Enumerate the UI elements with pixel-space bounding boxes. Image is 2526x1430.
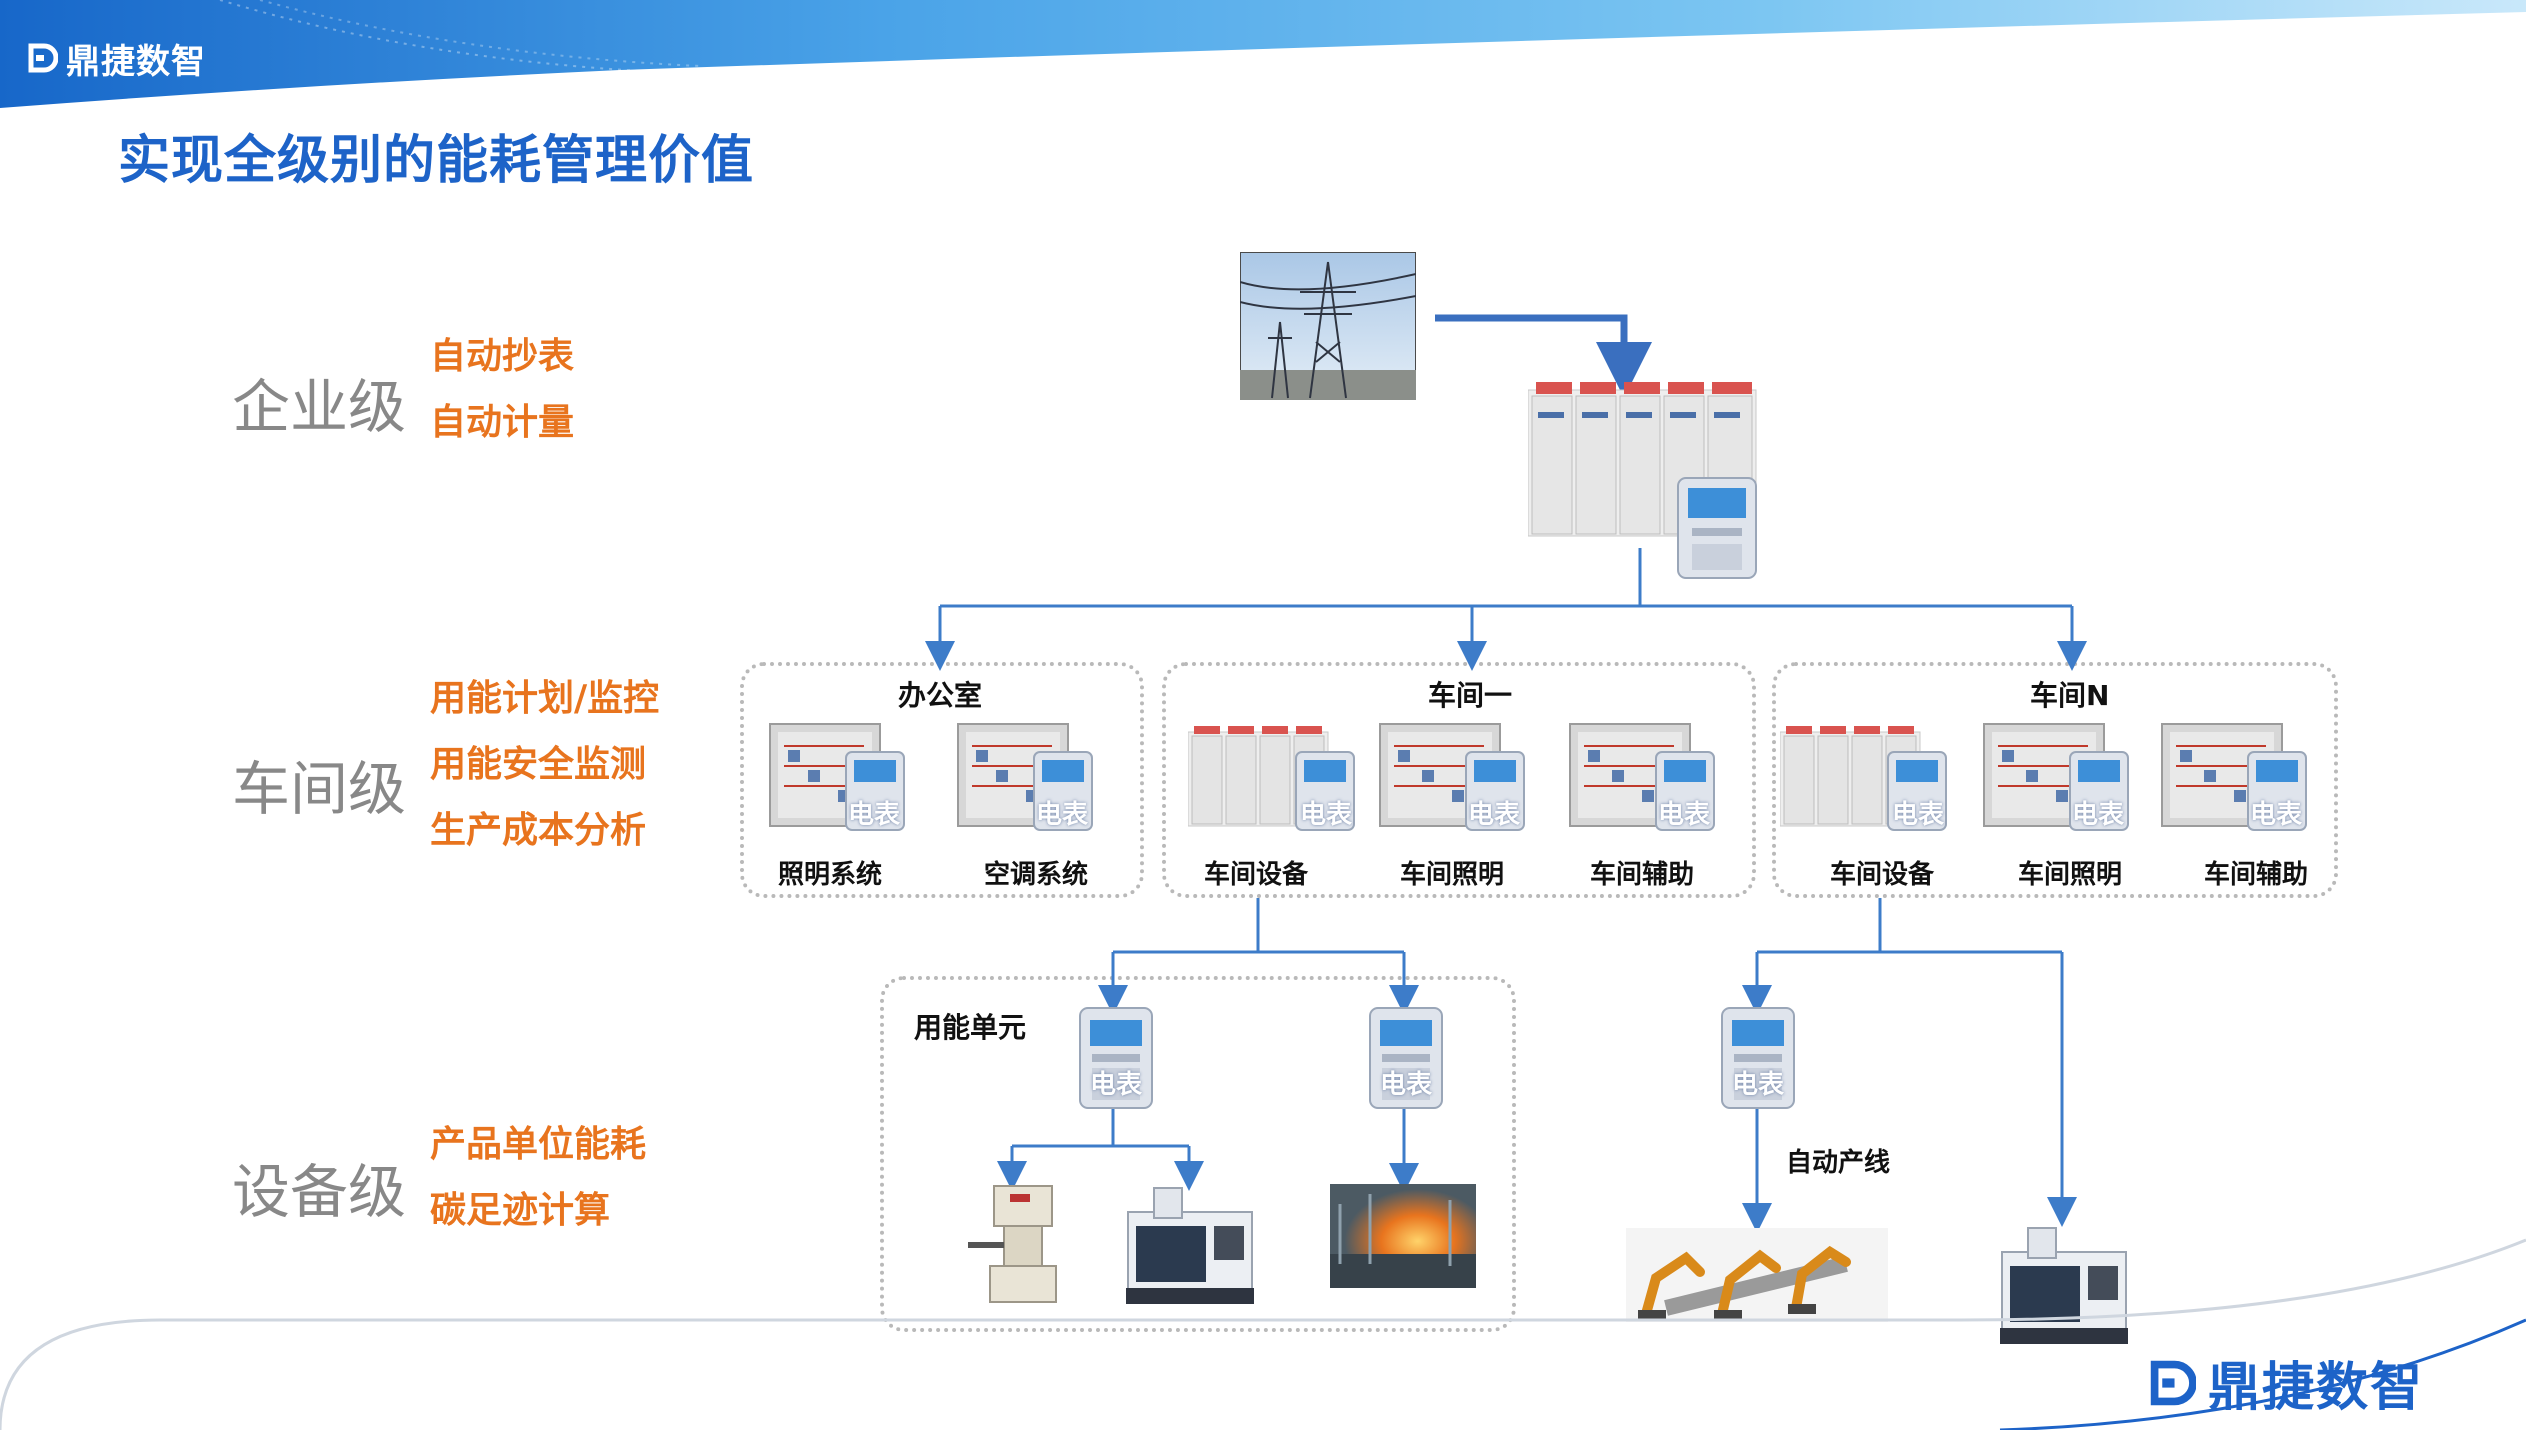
control-panel-icon — [1569, 723, 1715, 831]
furnace-photo — [1330, 1184, 1476, 1288]
bottom-decoration — [0, 1238, 2526, 1430]
auto-line-meter: 电表 — [1718, 1006, 1798, 1110]
control-panel-icon — [769, 723, 905, 831]
device-feature-list: 产品单位能耗 碳足迹计算 — [430, 1112, 646, 1244]
control-panel-icon — [957, 723, 1093, 831]
group-office-title: 办公室 — [898, 679, 983, 712]
feature-item: 自动抄表 — [430, 336, 575, 377]
control-panel-icon — [2161, 723, 2307, 831]
workshop-auxiliary-device: 电表 — [1568, 722, 1718, 834]
meter-label: 电表 — [1300, 800, 1353, 830]
feature-item: 用能计划/监控 — [430, 678, 660, 719]
meter-label: 电表 — [1658, 800, 1711, 830]
auto-line-label: 自动产线 — [1786, 1148, 1891, 1178]
device-label: 车间设备 — [1204, 860, 1309, 890]
workshop-n-auxiliary-device: 电表 — [2160, 722, 2310, 834]
energy-unit-meter-1: 电表 — [1076, 1006, 1156, 1110]
brand-logo-bottom: 鼎捷数智 — [2150, 1345, 2424, 1420]
meter-label: 电表 — [1732, 1070, 1785, 1100]
power-distribution-cabinet-icon — [1528, 382, 1757, 579]
brand-d-icon — [2150, 1360, 2196, 1405]
brand-name-top: 鼎捷数智 — [66, 41, 206, 82]
meter-label: 电表 — [1380, 1070, 1433, 1100]
meter-label: 电表 — [848, 800, 901, 830]
device-label: 车间辅助 — [2204, 860, 2309, 890]
device-label: 空调系统 — [984, 860, 1089, 890]
device-label: 车间辅助 — [1590, 860, 1695, 890]
workshop-n-lighting-device: 电表 — [1982, 722, 2132, 834]
group-energy-unit — [880, 976, 1516, 1332]
workshop-n-equipment-device: 电表 — [1779, 722, 1950, 834]
meter-label: 电表 — [1468, 800, 1521, 830]
group-workshop-1-title: 车间一 — [1428, 679, 1513, 712]
meter-label: 电表 — [2072, 800, 2125, 830]
control-panel-icon — [1983, 723, 2129, 831]
electric-meter-icon — [1721, 1007, 1795, 1109]
workshop-equipment-device: 电表 — [1187, 722, 1358, 834]
brand-d-icon — [28, 43, 58, 73]
device-label: 车间设备 — [1830, 860, 1935, 890]
meter-label: 电表 — [1036, 800, 1089, 830]
electric-meter-icon — [1369, 1007, 1443, 1109]
device-label: 照明系统 — [778, 860, 883, 890]
enterprise-feature-list: 自动抄表 自动计量 — [430, 324, 574, 456]
feature-item: 生产成本分析 — [430, 810, 647, 851]
control-panel-icon — [1379, 723, 1525, 831]
ac-system-device: 电表 — [956, 722, 1096, 834]
feature-item: 用能安全监测 — [430, 744, 647, 785]
transmission-tower-photo — [1240, 252, 1416, 400]
page-title: 实现全级别的能耗管理价值 — [118, 131, 755, 191]
feature-item: 产品单位能耗 — [430, 1124, 647, 1165]
group-workshop-n — [1772, 662, 2338, 898]
energy-unit-title: 用能单元 — [914, 1011, 1027, 1044]
meter-label: 电表 — [2250, 800, 2303, 830]
top-banner — [0, 0, 2526, 108]
feature-item: 碳足迹计算 — [430, 1190, 611, 1231]
press-machine-icon — [968, 1185, 1057, 1303]
energy-unit-meter-2: 电表 — [1366, 1006, 1446, 1110]
workshop-lighting-device: 电表 — [1378, 722, 1528, 834]
level-device-label: 设备级 — [232, 1158, 407, 1226]
device-label: 车间照明 — [2018, 860, 2123, 890]
lighting-system-device: 电表 — [768, 722, 908, 834]
power-distribution-cabinet-icon — [1187, 726, 1355, 831]
cnc-machine-icon — [1126, 1187, 1254, 1304]
power-distribution-cabinet-icon — [1779, 726, 1947, 831]
group-workshop-n-title: 车间N — [2030, 679, 2110, 712]
level-workshop-label: 车间级 — [232, 755, 407, 823]
electric-meter-icon — [1079, 1007, 1153, 1109]
level-enterprise-label: 企业级 — [232, 373, 407, 441]
device-label: 车间照明 — [1400, 860, 1505, 890]
brand-logo-top: 鼎捷数智 — [28, 38, 218, 82]
feature-item: 自动计量 — [430, 402, 575, 443]
workshop-feature-list: 用能计划/监控 用能安全监测 生产成本分析 — [430, 666, 659, 864]
brand-name-bottom: 鼎捷数智 — [2208, 1358, 2425, 1418]
meter-label: 电表 — [1892, 800, 1945, 830]
robot-arm-line-photo — [1626, 1228, 1888, 1322]
meter-label: 电表 — [1090, 1070, 1143, 1100]
